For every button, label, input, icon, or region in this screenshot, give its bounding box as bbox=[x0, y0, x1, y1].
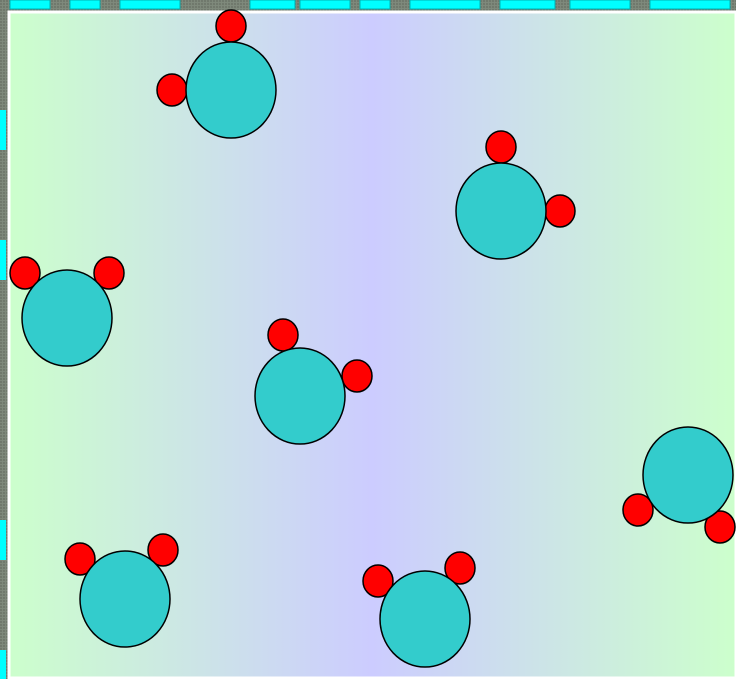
large-cyan-atom bbox=[455, 162, 547, 260]
molecule bbox=[9, 256, 125, 367]
large-cyan-atom bbox=[79, 550, 171, 648]
small-red-atom bbox=[156, 73, 188, 107]
small-red-atom bbox=[485, 130, 517, 164]
large-cyan-atom bbox=[379, 570, 471, 668]
large-cyan-atom bbox=[642, 426, 734, 524]
molecule bbox=[362, 551, 476, 668]
small-red-atom bbox=[362, 564, 394, 598]
molecule bbox=[64, 533, 179, 648]
small-red-atom bbox=[267, 318, 299, 352]
small-red-atom bbox=[93, 256, 125, 290]
large-cyan-atom bbox=[254, 347, 346, 445]
small-red-atom bbox=[215, 9, 247, 43]
molecule bbox=[254, 318, 373, 445]
small-red-atom bbox=[704, 510, 736, 544]
molecule bbox=[622, 426, 736, 544]
large-cyan-atom bbox=[185, 41, 277, 139]
small-red-atom bbox=[544, 194, 576, 228]
small-red-atom bbox=[64, 542, 96, 576]
small-red-atom bbox=[622, 493, 654, 527]
small-red-atom bbox=[9, 256, 41, 290]
small-red-atom bbox=[147, 533, 179, 567]
molecule bbox=[156, 9, 277, 139]
molecule bbox=[455, 130, 576, 260]
small-red-atom bbox=[444, 551, 476, 585]
large-cyan-atom bbox=[21, 269, 113, 367]
left-edge-fragments bbox=[0, 110, 6, 679]
molecules-layer bbox=[9, 9, 736, 668]
small-red-atom bbox=[341, 359, 373, 393]
banner-text-fragments bbox=[9, 0, 731, 10]
panel-border bbox=[7, 10, 736, 679]
